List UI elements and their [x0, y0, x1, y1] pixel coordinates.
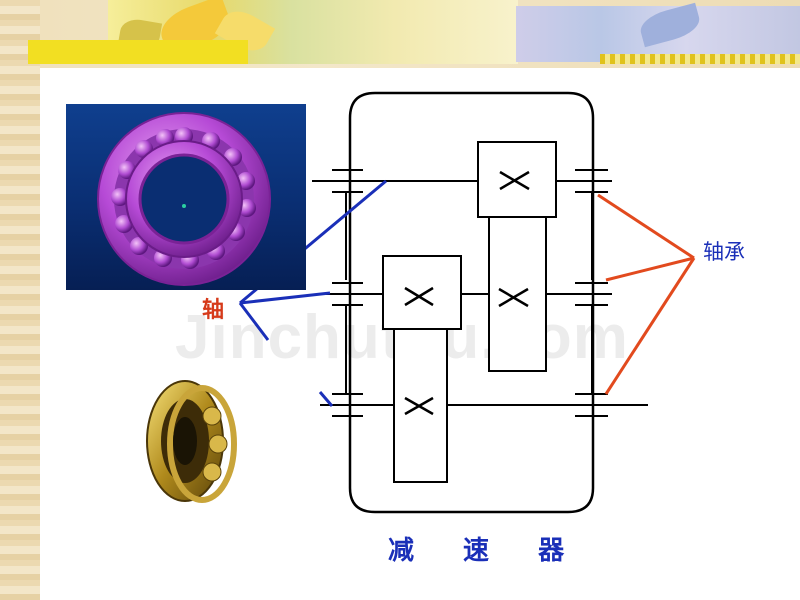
- background-left: [0, 0, 40, 600]
- bearing-label: 轴承: [703, 240, 745, 264]
- bearing-symbol: [332, 169, 363, 417]
- gold-bearing-icon: [146, 380, 237, 503]
- reducer-caption: 减 速 器: [388, 536, 585, 566]
- purple-bearing-icon: [97, 112, 271, 286]
- bearing-symbol: [575, 169, 608, 417]
- decorative-bar: [600, 54, 800, 64]
- gear-box: [382, 255, 462, 330]
- bearing-leader-lines: [597, 193, 696, 395]
- shaft-label: 轴: [202, 298, 225, 323]
- housing-outline: [348, 91, 595, 514]
- decorative-bar: [28, 40, 248, 64]
- bearing-photo: [66, 104, 306, 290]
- gear-cross-icon: [404, 170, 530, 416]
